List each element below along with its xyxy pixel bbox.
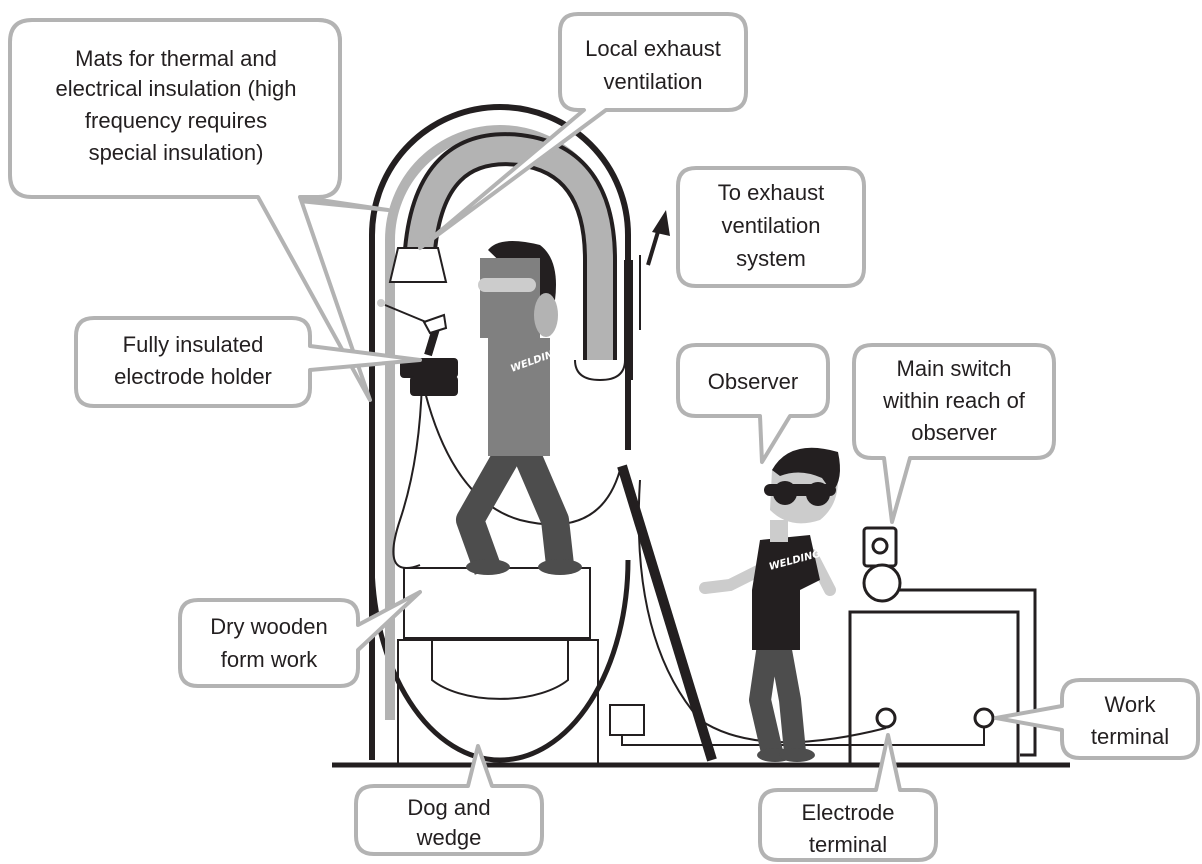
callout-mats-line-3: frequency requires: [85, 108, 267, 133]
callout-electrode-terminal-line-2: terminal: [809, 832, 887, 857]
callout-formwork-line-2: form work: [221, 647, 319, 672]
callout-holder-line-1: Fully insulated: [123, 332, 264, 357]
callout-work-terminal-line-2: terminal: [1091, 724, 1169, 749]
callout-dog-wedge-line-1: Dog and: [407, 795, 490, 820]
callout-mats-line-2: electrical insulation (high: [56, 76, 297, 101]
callout-dog-wedge-bubble: [354, 744, 544, 856]
callout-exhaust-line-1: Local exhaust: [585, 36, 721, 61]
callout-exhaust-line-2: ventilation: [603, 69, 702, 94]
callout-electrode-terminal-bubble: [758, 733, 938, 862]
callout-mats-line-4: special insulation): [89, 140, 264, 165]
callout-switch-line-2: within reach of: [882, 388, 1026, 413]
callout-mats-line-1: Mats for thermal and: [75, 46, 277, 71]
switch-icon: [862, 526, 902, 603]
callout-electrode-terminal-line-1: Electrode: [802, 800, 895, 825]
callout-holder-line-2: electrode holder: [114, 364, 272, 389]
wooden-formwork: [403, 567, 591, 639]
callout-observer-bubble: [676, 343, 830, 464]
exhaust-hood: [388, 247, 448, 283]
callout-formwork-bubble: [178, 590, 422, 688]
callout-to-system-line-1: To exhaust: [718, 180, 824, 205]
callout-dog-wedge-line-2: wedge: [416, 825, 482, 850]
callout-switch-line-3: observer: [911, 420, 997, 445]
welder-figure: WELDING: [377, 241, 582, 575]
callout-switch-line-1: Main switch: [897, 356, 1012, 381]
callout-formwork-line-1: Dry wooden: [210, 614, 327, 639]
callout-holder-bubble: [74, 316, 422, 408]
electrode-terminal: [875, 707, 897, 729]
callout-switch-bubble: [852, 343, 1056, 524]
welding-machine: [848, 526, 1037, 766]
callout-to-system-line-3: system: [736, 246, 806, 271]
callout-exhaust-bubble: [418, 12, 748, 250]
dog-and-wedge-bar: [617, 464, 717, 762]
callout-observer-line-1: Observer: [708, 369, 798, 394]
exhaust-duct: [388, 132, 670, 382]
welder-glove: [400, 358, 458, 378]
callout-work-terminal-bubble: [994, 678, 1200, 760]
observer-figure: WELDING: [699, 447, 840, 762]
callout-to-system-bubble: [676, 166, 866, 288]
vessel-supports: [397, 567, 599, 766]
callout-to-system-line-2: ventilation: [721, 213, 820, 238]
work-terminal: [973, 707, 995, 729]
arrow-up-icon: [646, 210, 670, 266]
callout-work-terminal-line-1: Work: [1105, 692, 1157, 717]
callout-mats-body: [8, 18, 372, 402]
